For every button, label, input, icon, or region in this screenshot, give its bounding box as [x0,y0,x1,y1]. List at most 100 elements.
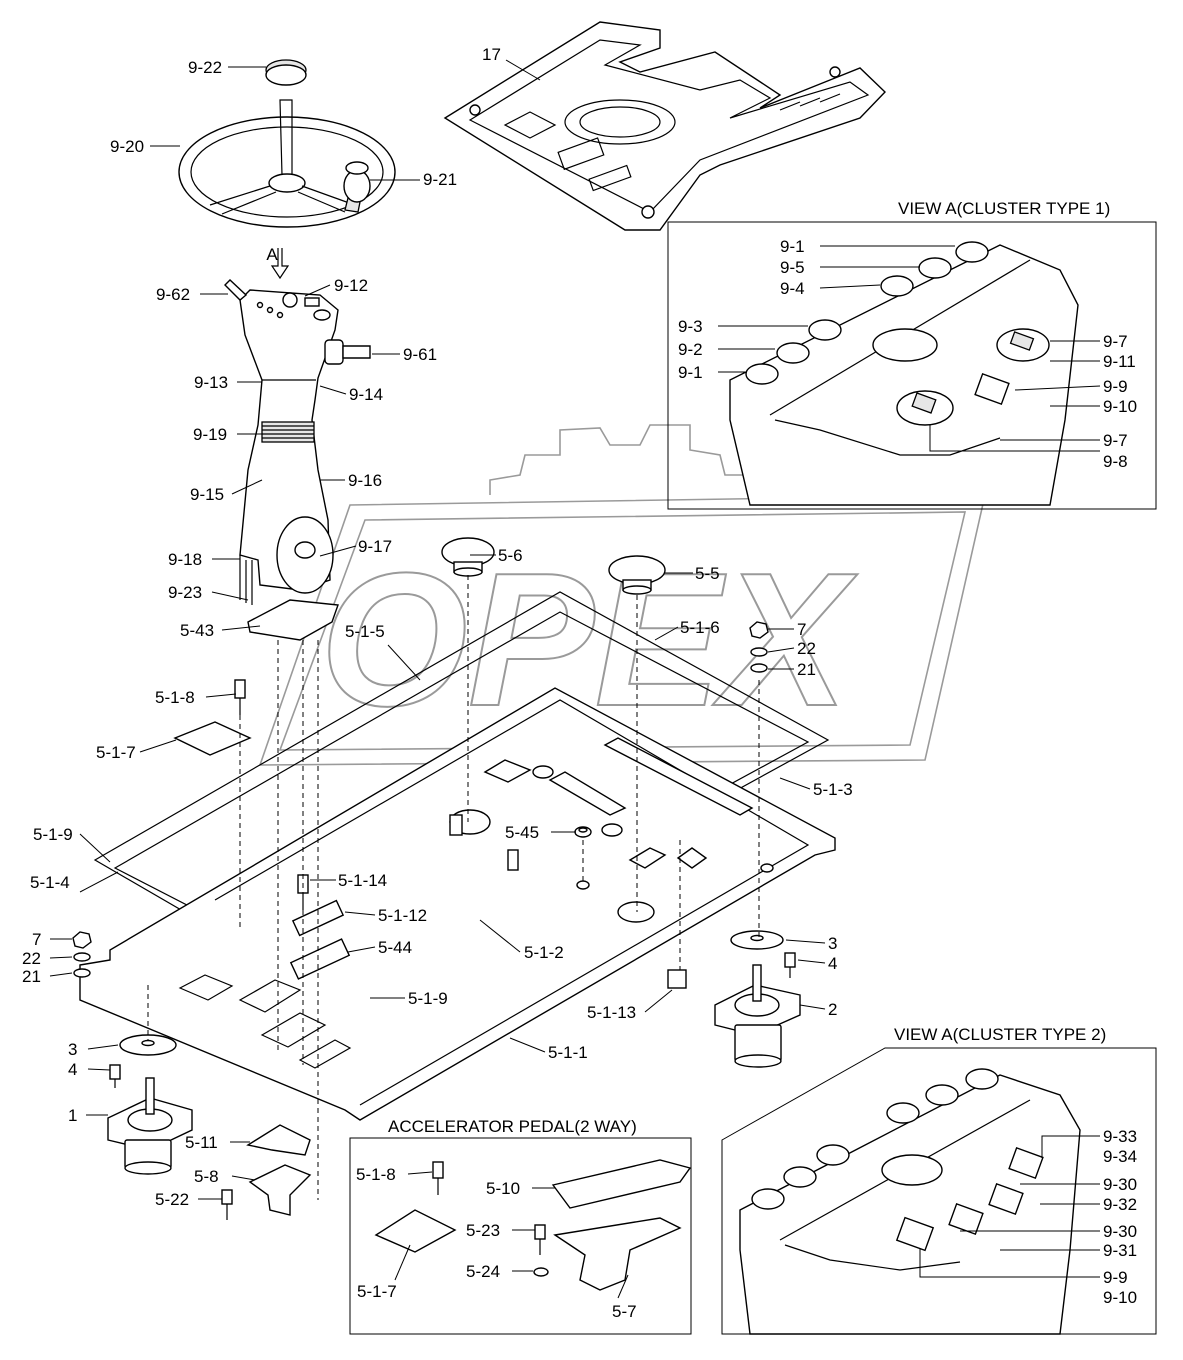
leader-line [767,647,795,653]
rubber-mount-1 [107,1034,193,1175]
callout-label: 5-5 [695,564,720,583]
callout-label: 5-1-4 [30,873,70,892]
callout-label: 5-1-7 [357,1282,397,1301]
leader-line [79,871,119,893]
callout-label: 9-11 [1103,352,1136,371]
callout-label: 9-9 [1103,377,1128,396]
callout-label: 9-9 [1103,1268,1128,1287]
leader-line [347,946,376,953]
leader-line [49,972,73,977]
callout-label: 5-1-6 [680,618,720,637]
callout-label: 5-1-14 [338,871,387,890]
leader-line [799,1004,826,1010]
leader-line [394,1244,411,1281]
callout-label: 5-6 [498,546,523,565]
callout-label: 4 [828,954,837,973]
slot-5-44 [289,938,351,980]
floor-mat [443,21,886,231]
cluster1-frame [667,221,1157,510]
callout-label: 9-1 [678,363,703,382]
callout-label: 2 [828,1000,837,1019]
callout-label: 5-22 [155,1190,189,1209]
slot-5-1-12 [291,899,345,937]
callout-label: 4 [68,1060,77,1079]
callout-label: 9-10 [1103,397,1137,416]
callout-label: 9-12 [334,276,368,295]
leader-line [87,1068,111,1071]
grommets [441,537,666,595]
callout-label: 9-8 [1103,452,1128,471]
callout-label: 5-1-5 [345,622,385,641]
callout-label: 5-1-9 [408,989,448,1008]
leader-line [509,1037,546,1053]
leader-line [479,919,521,953]
leader-line [205,693,237,698]
leader-line [1041,1135,1100,1158]
leader-line [779,777,811,790]
leader-line [139,739,177,753]
callout-label: 9-14 [349,385,383,404]
callout-label: 22 [22,949,41,968]
cluster-type-1 [729,241,1079,506]
leader-line [319,545,357,557]
leader-line [304,284,331,297]
pedal-title: ACCELERATOR PEDAL(2 WAY) [388,1117,637,1136]
callout-label: 1 [68,1106,77,1125]
callout-label: 22 [797,639,816,658]
leader-line [654,626,679,641]
leader-line [49,956,73,959]
callout-label: 9-32 [1103,1195,1137,1214]
leader-line [919,1248,1100,1278]
pedal-box-frame [349,1137,692,1335]
callout-label: 7 [797,620,806,639]
callout-label: 5-44 [378,938,412,957]
leader-line [505,59,541,81]
callout-label: 21 [797,660,816,679]
callout-label: 9-13 [194,373,228,392]
callout-label: 3 [828,934,837,953]
callout-label: 5-1-8 [356,1165,396,1184]
leader-lines [49,59,1101,1299]
callout-label: 9-30 [1103,1175,1137,1194]
cluster2-frame [721,1047,1157,1335]
callout-label: 9-10 [1103,1288,1137,1307]
callout-label: 9-19 [193,425,227,444]
accelerator-pedal [374,1159,692,1291]
floor-plate [79,687,836,1121]
callout-label: 21 [22,967,41,986]
leader-line [1014,385,1101,391]
callout-label: 5-1-8 [155,688,195,707]
leader-line [79,833,111,863]
leader-line [387,644,421,681]
callout-label: 9-34 [1103,1147,1137,1166]
callout-label: 5-43 [180,621,214,640]
callout-label: 9-3 [678,317,703,336]
leader-line [211,591,249,601]
callout-label: 5-23 [466,1221,500,1240]
callout-label: 5-10 [486,1179,520,1198]
leader-line [231,1175,256,1181]
callout-label: 9-21 [423,170,457,189]
callout-label: 3 [68,1040,77,1059]
leader-line [344,911,376,916]
callout-label: 5-1-1 [548,1043,588,1062]
leader-line [221,625,261,631]
callout-label: 9-23 [168,583,202,602]
callout-label: 9-31 [1103,1241,1137,1260]
callout-label: 9-20 [110,137,144,156]
callout-label: 7 [32,930,41,949]
callout-label: 5-1-12 [378,906,427,925]
callout-label: 5-1-13 [587,1003,636,1022]
leader-line [407,1171,433,1175]
callout-label: 5-1-2 [524,943,564,962]
callout-label: 9-33 [1103,1127,1137,1146]
callout-label: 5-8 [194,1167,219,1186]
leader-line [819,284,881,289]
leader-line [319,385,347,395]
bracket-5-1-7 [173,721,252,756]
callout-label: A [266,245,278,264]
callout-label: 9-22 [188,58,222,77]
